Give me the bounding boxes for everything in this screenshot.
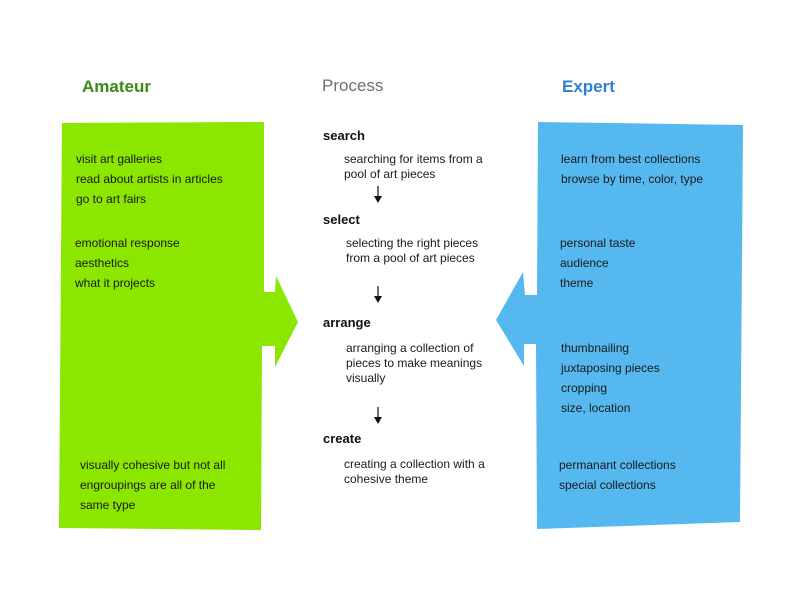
down-arrow-icon [374,186,382,203]
amateur-title: Amateur [82,77,151,96]
amateur-item: engroupings are all of the [80,478,216,492]
amateur-item: emotional response [75,236,180,250]
amateur-item: what it projects [75,276,156,290]
step-desc-line: from a pool of art pieces [346,251,475,265]
expert-item: browse by time, color, type [561,172,704,186]
expert-item: special collections [559,478,656,492]
amateur-item: aesthetics [75,256,130,270]
expert-title: Expert [562,77,615,96]
down-arrow-icon [374,286,382,303]
expert-group-result: permanant collections special collection… [559,455,676,495]
step-search-title: search [323,128,365,143]
expert-item: audience [560,256,609,270]
step-select-desc: selecting the right pieces from a pool o… [346,236,516,266]
expert-block [496,122,743,529]
amateur-block [59,122,298,530]
expert-item: personal taste [560,236,636,250]
step-desc-line: creating a collection with a [344,457,485,471]
step-search-desc: searching for items from a pool of art p… [344,152,514,182]
step-desc-line: selecting the right pieces [346,236,479,250]
expert-item: learn from best collections [561,152,701,166]
step-desc-line: arranging a collection of [346,341,474,355]
step-desc-line: searching for items from a [344,152,483,166]
amateur-item: visually cohesive but not all [80,458,226,472]
expert-group-research: learn from best collections browse by ti… [561,149,703,189]
step-create-title: create [323,431,362,446]
expert-item: juxtaposing pieces [561,361,660,375]
down-arrow-icon [374,407,382,424]
step-select-title: select [323,212,360,227]
amateur-group-selection: emotional response aesthetics what it pr… [75,233,180,293]
amateur-item: go to art fairs [76,192,147,206]
step-desc-line: pieces to make meanings [346,356,483,370]
expert-item: cropping [561,381,608,395]
expert-item: theme [560,276,594,290]
step-desc-line: visually [346,371,386,385]
amateur-item: read about artists in articles [76,172,223,186]
expert-item: thumbnailing [561,341,630,355]
amateur-item: visit art galleries [76,152,163,166]
amateur-group-research: visit art galleries read about artists i… [76,149,223,209]
amateur-group-result: visually cohesive but not all engrouping… [80,455,225,515]
step-desc-line: cohesive theme [344,472,429,486]
expert-group-arrange: thumbnailing juxtaposing pieces cropping… [561,338,660,418]
expert-group-selection: personal taste audience theme [560,233,635,293]
step-desc-line: pool of art pieces [344,167,436,181]
step-arrange-title: arrange [323,315,371,330]
expert-item: size, location [561,401,631,415]
amateur-item: same type [80,498,136,512]
expert-item: permanant collections [559,458,676,472]
step-create-desc: creating a collection with a cohesive th… [344,457,514,487]
process-title: Process [322,76,384,95]
step-arrange-desc: arranging a collection of pieces to make… [346,341,516,386]
